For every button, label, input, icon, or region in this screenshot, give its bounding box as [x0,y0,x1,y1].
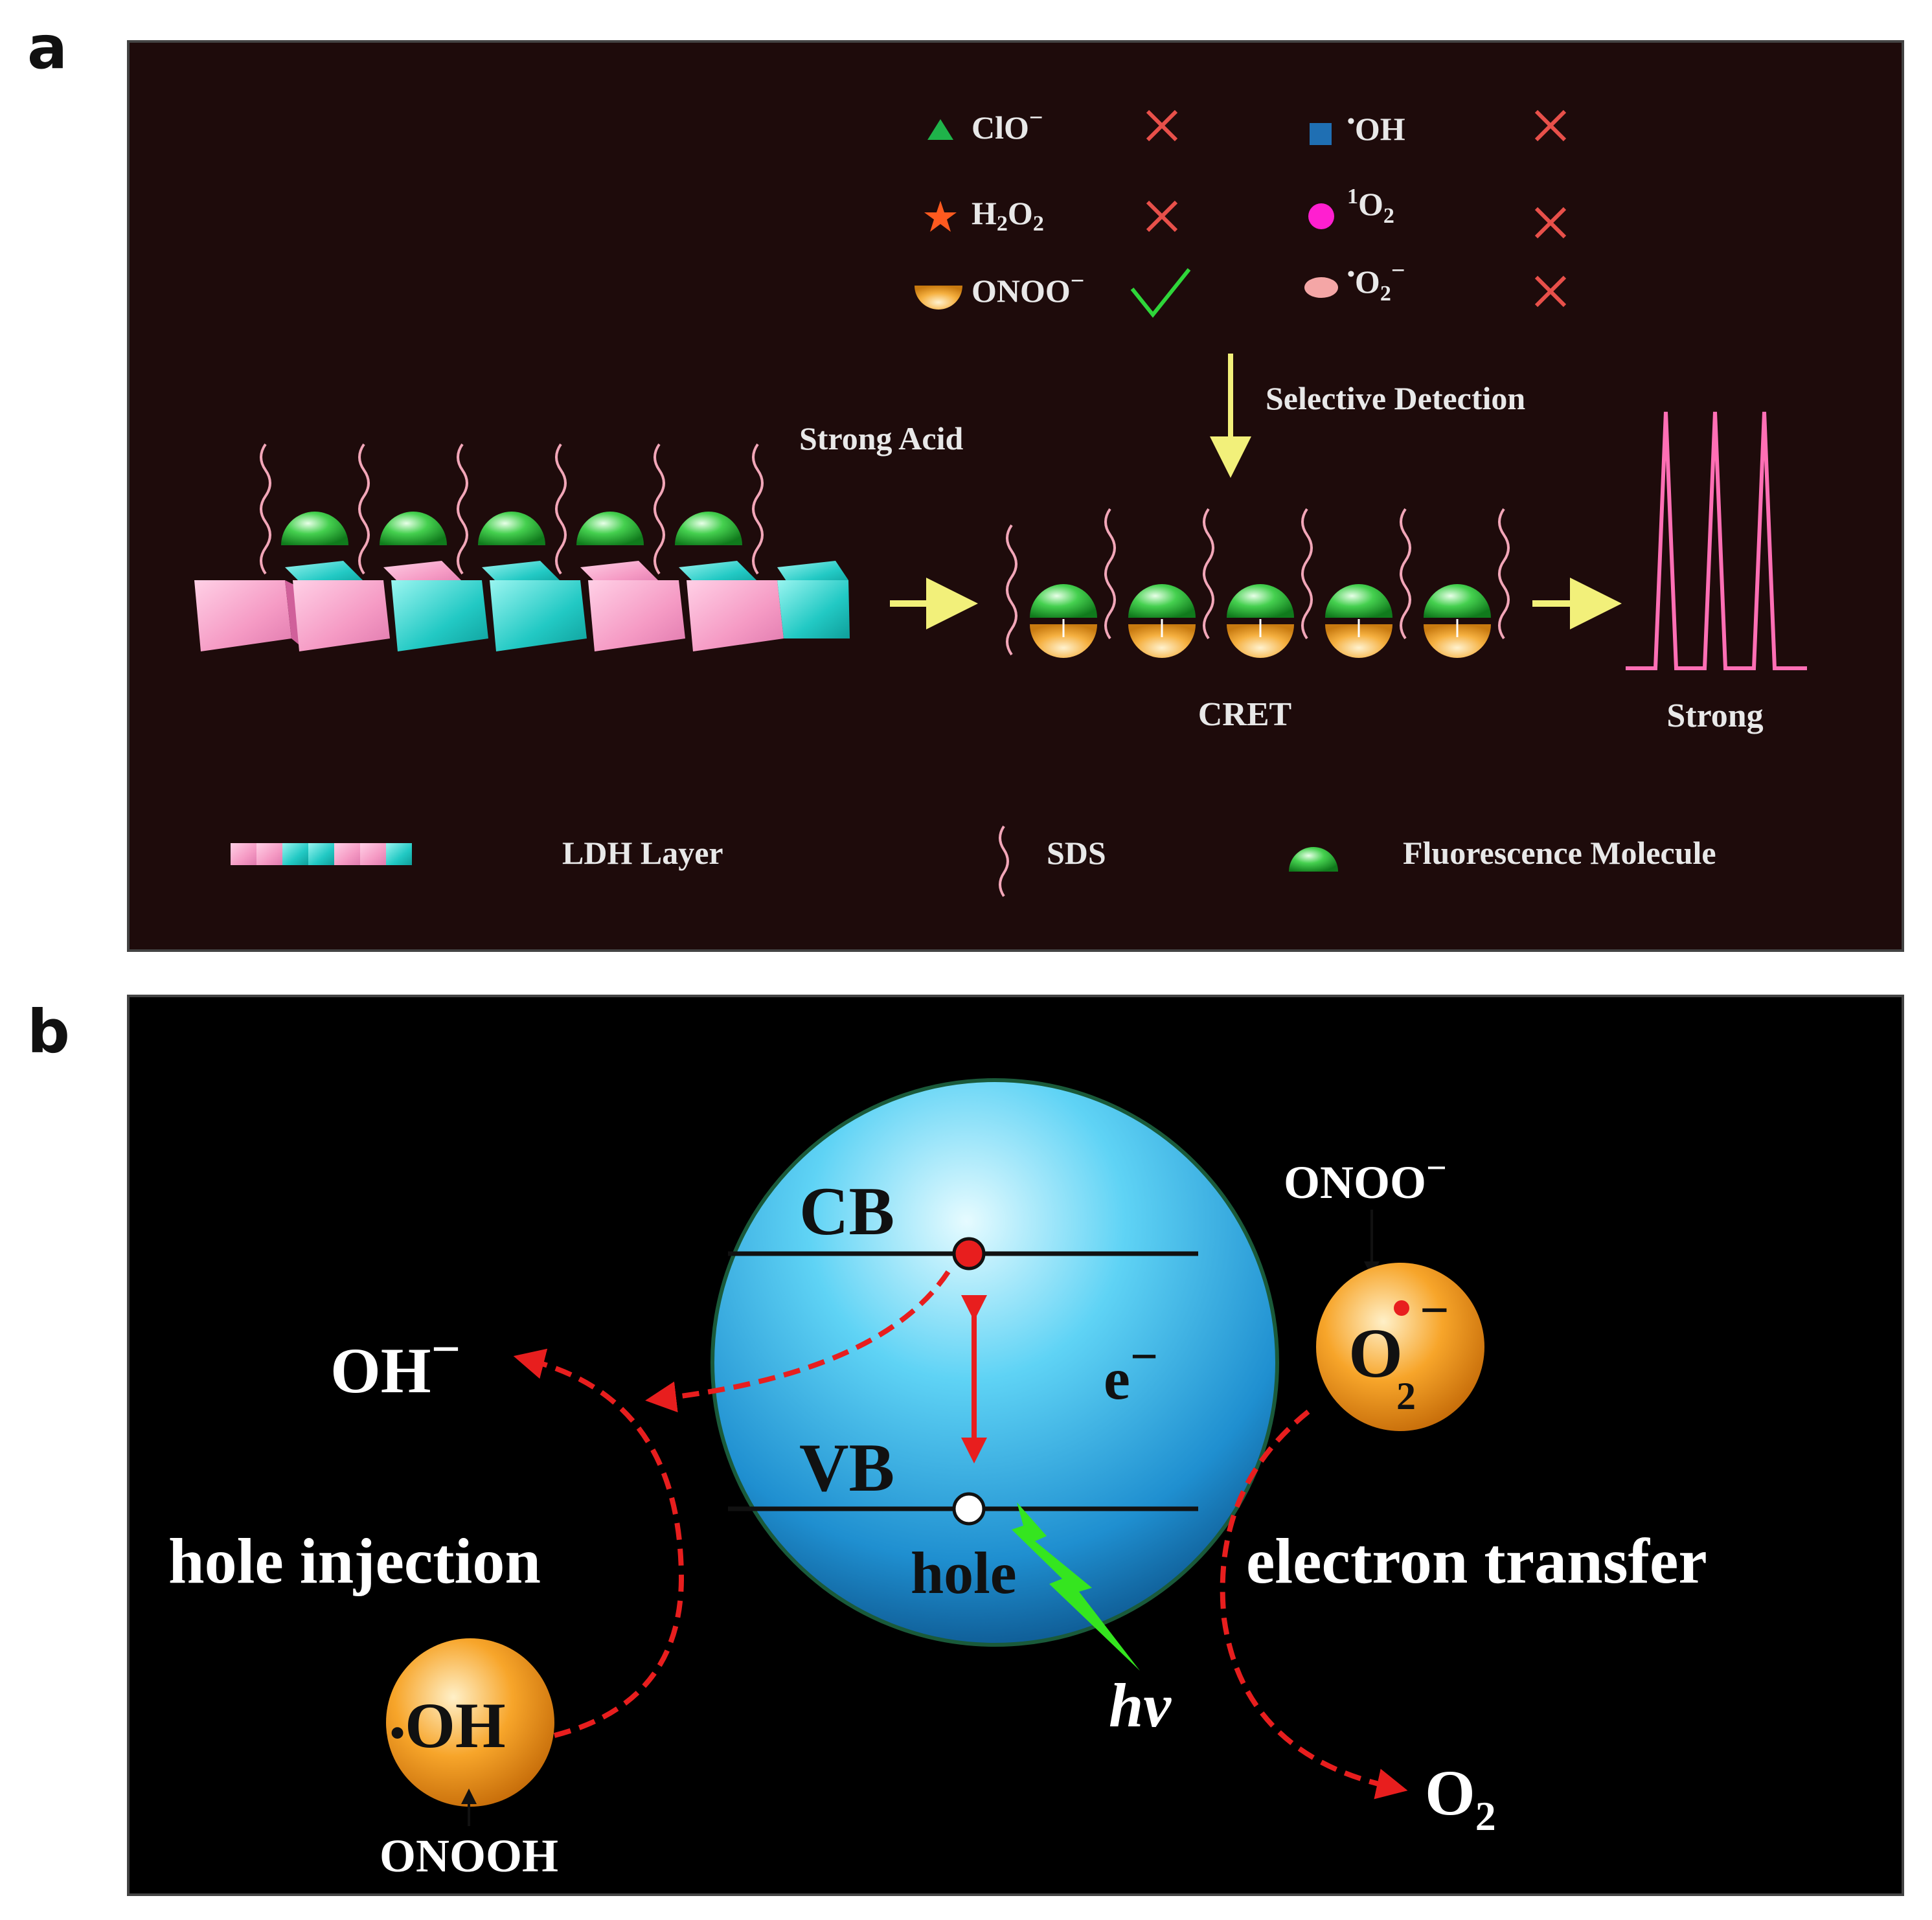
radical-dot-icon [1394,1300,1409,1316]
species-onoo: ONOO− [972,267,1084,309]
check-icon [1130,268,1191,318]
hydroxide-label: OH− [330,1321,460,1406]
oxygen-product-label: O2 [1425,1757,1496,1839]
hole-injection-arrow [513,1348,685,1738]
cb-label: CB [799,1173,894,1249]
strong-label: Strong [1666,697,1763,734]
legend-sds-icon [999,825,1009,898]
ellipse-icon [1304,277,1338,298]
panel-a-svg: ClO− H2O2 ONOO− •OH 1O2 •O2− [194,104,1807,898]
electron-to-oh-arrow [645,1270,951,1413]
electron-transfer-arrow [1220,1409,1408,1800]
legend: LDH Layer SDS Fluorescence Molecule [231,825,1716,898]
fluorescence-molecules [281,512,742,545]
species-oh: •OH [1347,109,1405,147]
semiconductor-sphere [710,1078,1279,1647]
sds-tails [260,443,764,575]
e-minus-label: e− [1104,1329,1158,1412]
ldh-assembly [194,443,850,651]
cross-icon [1146,109,1178,142]
triangle-icon [927,119,953,140]
panel-b-scheme: CB VB e− hole hν OH− hole injection elec… [127,995,1904,1896]
species-list: ClO− H2O2 ONOO− •OH 1O2 •O2− [915,104,1567,318]
species-h2o2: H2O2 [972,195,1044,236]
legend-ldh-label: LDH Layer [562,835,723,871]
star-icon [924,201,957,232]
square-icon [1310,123,1332,145]
hole-injection-label: hole injection [168,1525,541,1597]
hv-label: hν [1109,1671,1172,1740]
half-bowl-icon [915,286,962,310]
panel-b-svg: CB VB e− hole hν OH− hole injection elec… [168,1078,1707,1882]
hole-dot [952,1492,986,1526]
vb-label: VB [799,1430,894,1506]
cret-label: CRET [1198,696,1291,733]
hydroxyl-radical-circle [386,1638,554,1807]
legend-fluorescence-icon [1289,847,1338,872]
selective-detection-label: Selective Detection [1266,380,1525,416]
cross-icon [1534,109,1567,142]
species-singlet-oxygen: 1O2 [1347,185,1394,228]
cret-energy-arrows [1062,619,1459,637]
superoxide-circle [1316,1263,1484,1431]
cross-icon [1146,200,1178,232]
electron-transfer-label: electron transfer [1246,1525,1707,1597]
legend-ldh-icon [231,843,412,865]
electron-dot [952,1237,986,1271]
species-clo: ClO− [972,104,1043,146]
panel-b-letter: b [27,997,70,1067]
cret-pairs [1030,584,1491,658]
species-superoxide: •O2− [1347,257,1405,306]
legend-fluorescence-label: Fluorescence Molecule [1403,835,1716,871]
hole-label: hole [911,1540,1017,1606]
strong-acid-label: Strong Acid [799,420,963,457]
cret-sds-tails [1006,508,1510,656]
lightning-icon [1012,1502,1140,1671]
cross-icon [1534,207,1567,239]
cross-icon [1534,275,1567,308]
panel-a-letter: a [27,13,68,82]
ldh-blocks [194,561,850,651]
panel-a-scheme: ClO− H2O2 ONOO− •OH 1O2 •O2− [127,40,1904,952]
legend-sds-label: SDS [1047,835,1106,871]
circle-icon [1308,203,1334,229]
onooh-label: ONOOH [380,1830,558,1882]
cret-complexes [1006,508,1510,658]
hydroxyl-radical-label: •OH [390,1689,506,1761]
emission-peaks [1626,411,1807,670]
onoo-top-label: ONOO− [1284,1148,1447,1208]
